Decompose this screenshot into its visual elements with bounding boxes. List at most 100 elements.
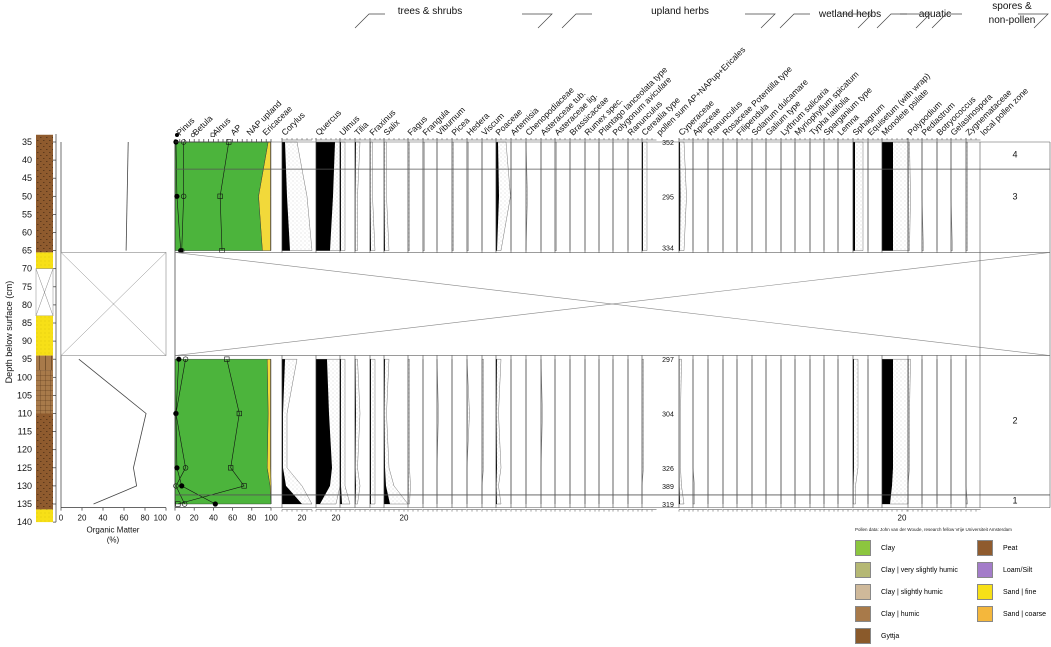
taxon-label-alnus: Alnus (210, 115, 232, 137)
om-tick-label: 0 (59, 514, 64, 523)
legend-item: Sand | coarse (977, 606, 1046, 622)
legend-item: Peat (977, 540, 1017, 556)
exaggeration-curve (481, 359, 484, 504)
depth-tick-label: 90 (22, 336, 32, 346)
alnus-curve (219, 141, 230, 251)
pinus-legend-marker (175, 133, 179, 137)
group-bracket-left (931, 13, 962, 29)
pinus-point (176, 356, 182, 362)
pinus-point (212, 501, 218, 507)
group-bracket-left (779, 13, 810, 29)
om-axis-title: Organic Matter (87, 526, 140, 535)
legend-swatch (977, 606, 993, 622)
betula-curve (181, 142, 184, 251)
betula-point (182, 356, 189, 362)
depth-tick-label: 60 (22, 228, 32, 238)
depth-tick-label: 75 (22, 282, 32, 292)
depth-tick-label: 80 (22, 300, 32, 310)
exaggeration-curve (281, 359, 313, 505)
lithology-layer (36, 413, 53, 510)
depth-tick-label: 45 (22, 173, 32, 183)
alnus-point (241, 483, 247, 489)
depth-tick-label: 115 (18, 427, 32, 437)
taxon-label-ap: AP (228, 122, 243, 137)
lithology-layer (36, 370, 53, 414)
betula-curve (175, 359, 186, 505)
legend-swatch (855, 540, 871, 556)
alnus-point (217, 193, 223, 199)
zone-label: 4 (1012, 150, 1017, 160)
lithology-layer (36, 134, 53, 253)
group-header: aquatic (919, 9, 951, 20)
pollen-sum-value: 334 (662, 245, 674, 252)
om-curve (78, 358, 147, 505)
pollen-sum-value: 319 (662, 502, 674, 509)
group-header: trees & shrubs (398, 6, 462, 17)
depth-tick-label: 130 (17, 481, 32, 491)
om-tick-label: 60 (120, 514, 129, 523)
ap-band (174, 359, 272, 505)
legend-label: Gyttja (881, 632, 900, 640)
group-bracket-left (354, 13, 385, 29)
lithology-layer (36, 355, 53, 371)
depth-tick-label: 100 (17, 372, 32, 382)
alnus-point (236, 410, 242, 417)
alnus-point (175, 501, 181, 507)
om-axis-unit: (%) (107, 536, 120, 545)
alnus-legend-marker (210, 132, 215, 137)
percentage-silhouette (882, 142, 893, 251)
exaggeration-curve (383, 359, 409, 505)
legend-label: Peat (1003, 544, 1018, 552)
legend-item: Clay | humic (855, 606, 919, 622)
group-bracket-right (745, 13, 776, 29)
exaggeration-curve (641, 359, 644, 504)
depth-tick-label: 40 (22, 155, 32, 165)
legend-item: Sand | fine (977, 584, 1036, 600)
depth-tick-label: 110 (18, 409, 32, 419)
group-header: wetland herbs (818, 9, 881, 20)
depth-tick-label: 35 (22, 137, 32, 147)
pinus-point (174, 193, 180, 199)
lithology-layer (36, 252, 53, 269)
legend-swatch (977, 562, 993, 578)
zone-label: 1 (1012, 495, 1017, 505)
legend-swatch (855, 562, 871, 578)
main-tick-label: 100 (264, 514, 278, 523)
pollen-sum-value: 326 (662, 466, 674, 473)
legend-item: Clay | very slightly humic (855, 562, 958, 578)
column-scale-label: 20 (400, 514, 409, 523)
main-tick-label: 40 (209, 514, 218, 523)
group-bracket-right (522, 13, 553, 29)
percentage-silhouette (340, 359, 342, 504)
group-bracket-right (842, 13, 873, 29)
om-tick-label: 100 (154, 514, 168, 523)
group-bracket-left (561, 13, 592, 29)
zone-label: 3 (1012, 191, 1017, 201)
legend-label: Clay (881, 544, 896, 552)
legend-label: Clay | very slightly humic (881, 566, 958, 574)
om-tick-label: 20 (78, 514, 87, 523)
lithology-layer (36, 315, 53, 356)
legend-label: Sand | coarse (1003, 610, 1047, 618)
depth-tick-label: 125 (17, 463, 32, 473)
group-bracket-right (1018, 13, 1049, 29)
group-bracket-left (876, 13, 907, 29)
group-header-line2: non-pollen (989, 15, 1036, 26)
depth-tick-label: 55 (22, 209, 32, 219)
exaggeration-curve (907, 359, 911, 504)
legend-swatch (977, 540, 993, 556)
betula-point (182, 465, 189, 471)
percentage-silhouette (882, 359, 893, 504)
depth-tick-label: 120 (17, 445, 32, 455)
alnus-point (224, 356, 230, 362)
om-tick-label: 40 (99, 514, 108, 523)
main-tick-label: 0 (176, 514, 181, 523)
betula-point (173, 410, 179, 417)
legend-item: Clay | slightly humic (855, 584, 943, 600)
legend-swatch (855, 584, 871, 600)
depth-tick-label: 135 (17, 499, 32, 509)
depth-tick-label: 105 (17, 390, 32, 400)
pollen-sum-value: 389 (662, 484, 674, 491)
depth-tick-label: 85 (22, 318, 32, 328)
